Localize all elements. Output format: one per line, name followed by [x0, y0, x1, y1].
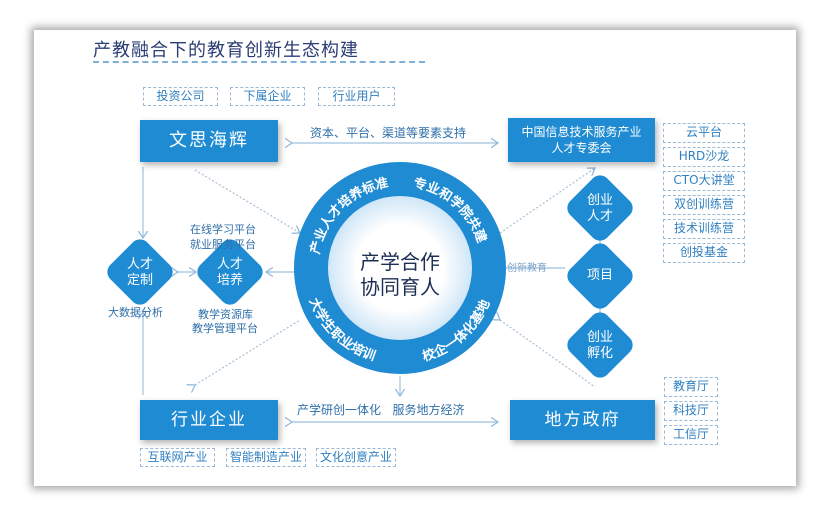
tag-investment: 投资公司: [143, 87, 218, 106]
tag-industry-user: 行业用户: [318, 87, 395, 106]
government-box: 地方政府: [510, 400, 655, 440]
tag-vc-fund: 创投基金: [663, 243, 745, 263]
wensi-box: 文思海辉: [140, 120, 278, 162]
tag-science-dept: 科技厅: [664, 401, 718, 421]
committee-box: 中国信息技术服务产业人才专委会: [508, 118, 655, 162]
top-arrow-text: 资本、平台、渠道等要素支持: [310, 126, 467, 140]
diamond-startup-talent-label: 创业人才: [586, 193, 613, 224]
tag-hrd: HRD沙龙: [663, 147, 745, 167]
innovation-edu-label: 创新教育: [507, 263, 547, 274]
tag-cto: CTO大讲堂: [663, 171, 745, 191]
tag-education-dept: 教育厅: [664, 377, 718, 397]
diamond-talent-training-label: 人才培养: [216, 257, 243, 288]
tag-camp: 双创训练营: [663, 195, 745, 215]
tag-subsidiary: 下属企业: [230, 87, 305, 106]
platform-employment: 就业服务平台: [190, 238, 256, 251]
tag-manufacturing: 智能制造产业: [226, 448, 306, 467]
big-data-label: 大数据分析: [108, 306, 163, 319]
bottom-arrow-text: 产学研创一体化 服务地方经济: [297, 403, 465, 417]
center-label: 产学合作协同育人: [360, 250, 440, 299]
tag-internet: 互联网产业: [140, 448, 215, 467]
committee-line1: 中国信息技术服务产业: [521, 125, 642, 139]
tag-culture: 文化创意产业: [316, 448, 396, 467]
industry-box: 行业企业: [140, 400, 278, 440]
diamond-incubation-label: 创业孵化: [586, 330, 613, 361]
page-title: 产教融合下的教育创新生态构建: [93, 40, 359, 61]
tag-cloud: 云平台: [663, 123, 745, 143]
diamond-talent-custom-label: 人才定制: [126, 257, 153, 288]
committee-line2: 人才专委会: [551, 141, 612, 155]
tag-industry-dept: 工信厅: [664, 425, 718, 445]
diamond-project-label: 项目: [586, 268, 613, 283]
tag-tech-camp: 技术训练营: [663, 219, 745, 239]
platform-online: 在线学习平台: [190, 223, 256, 236]
platform-management: 教学管理平台: [192, 322, 258, 335]
title-underline: [93, 61, 425, 63]
platform-resources: 教学资源库: [198, 308, 253, 321]
